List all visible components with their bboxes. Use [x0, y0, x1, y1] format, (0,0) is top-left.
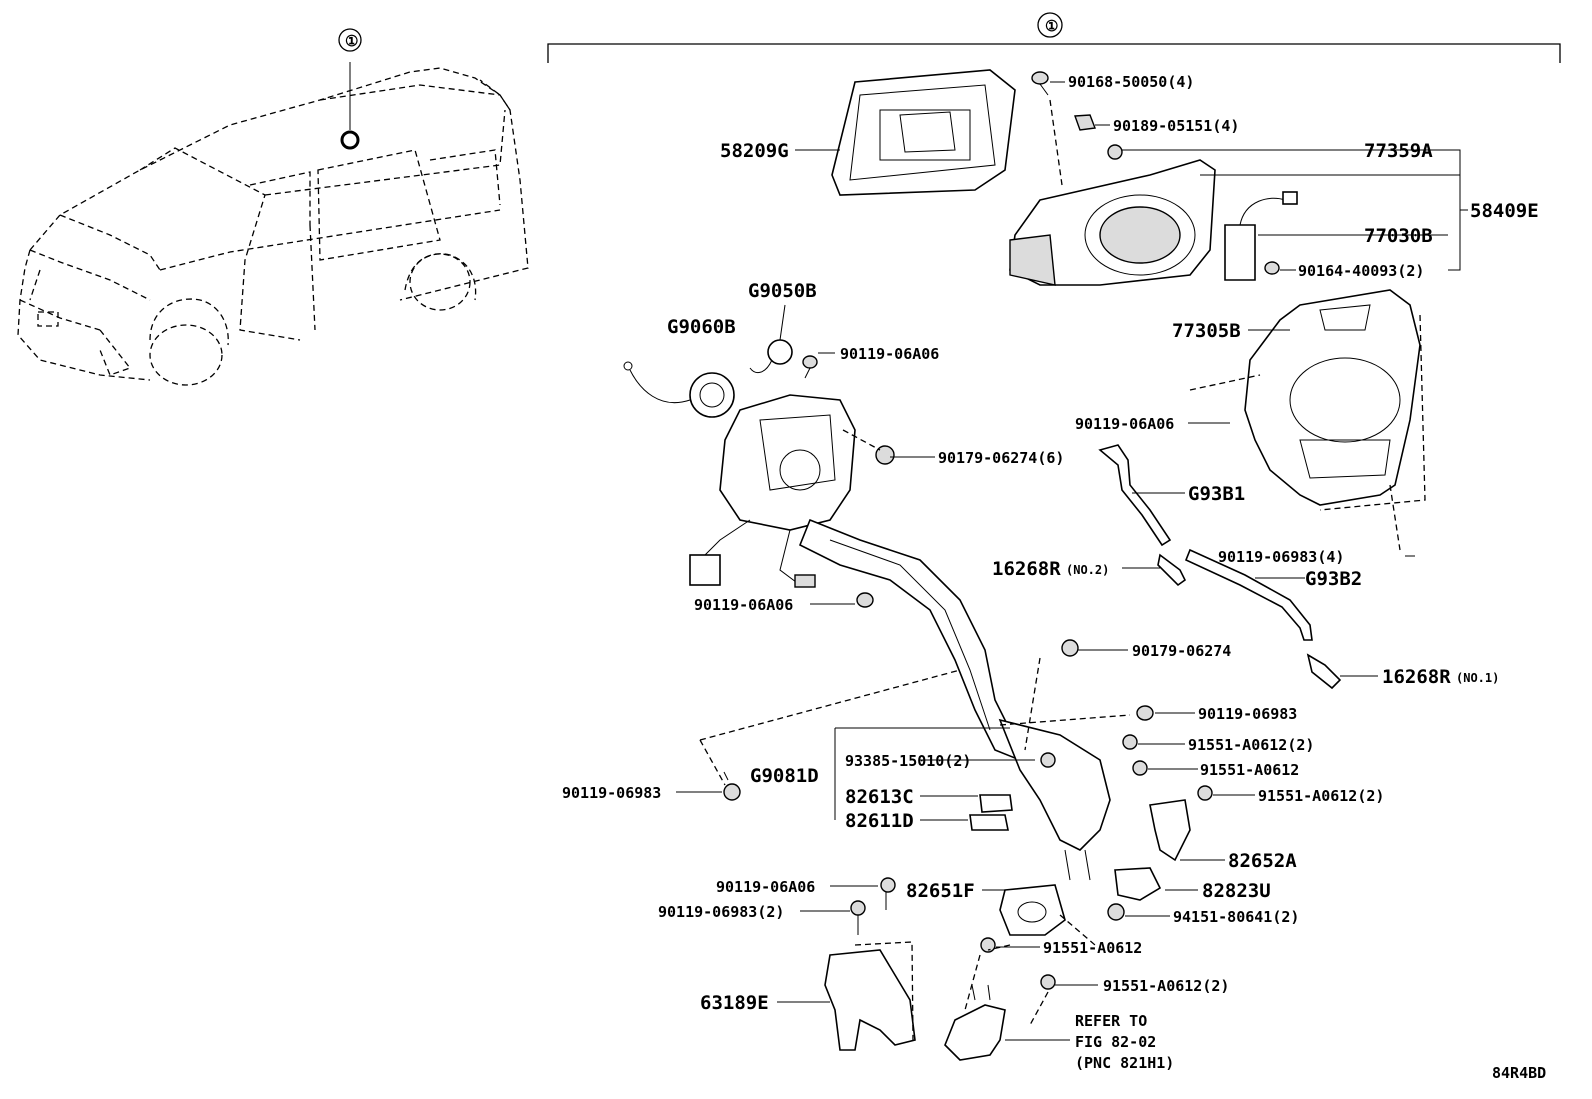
fuel-lid-actuator: [1224, 191, 1298, 281]
switch-G9060B: [623, 361, 735, 418]
label-90168-50050: 90168-50050(4): [1068, 73, 1194, 91]
label-90164-40093: 90164-40093(2): [1298, 262, 1424, 280]
lower-parts: [699, 592, 1213, 1061]
label-90119-06A06-d: 90119-06A06: [716, 878, 815, 896]
fuel-lid-panel: [831, 69, 1016, 196]
label-93385-15010: 93385-15010(2): [845, 752, 971, 770]
connector-16268R-no2: [1157, 553, 1187, 587]
label-90119-06983-b: 90119-06983: [562, 784, 661, 802]
label-90179-06274: 90179-06274: [1132, 642, 1231, 660]
label-82651F: 82651F: [906, 880, 975, 902]
label-90119-06983-a: 90119-06983: [1198, 705, 1297, 723]
label-90119-06A06-b: 90119-06A06: [1075, 415, 1174, 433]
label-16268R-no2: 16268R: [992, 558, 1061, 580]
label-91551-A0612-2a: 91551-A0612(2): [1188, 736, 1314, 754]
callout-vehicle: ①: [338, 28, 362, 52]
label-90119-06983-4: 90119-06983(4): [1218, 548, 1344, 566]
label-82823U: 82823U: [1202, 880, 1271, 902]
label-G9060B: G9060B: [667, 316, 736, 338]
leader-lines: [676, 81, 1468, 1041]
fuel-lid-housing: [1009, 159, 1216, 286]
label-77030B: 77030B: [1364, 225, 1433, 247]
bolts-top: [1031, 71, 1280, 275]
label-16268R-no1: 16268R: [1382, 666, 1451, 688]
label-G93B1: G93B1: [1188, 483, 1245, 505]
callout-bracket-label: ①: [1045, 17, 1058, 35]
label-82652A: 82652A: [1228, 850, 1297, 872]
label-82611D: 82611D: [845, 810, 914, 832]
label-16268R-no1-note: (NO.1): [1456, 671, 1499, 685]
label-90119-06983-2: 90119-06983(2): [658, 903, 784, 921]
label-82613C: 82613C: [845, 786, 914, 808]
hose-G93B2: [1184, 548, 1313, 641]
hose-G93B1: [1098, 444, 1172, 547]
label-58409E: 58409E: [1470, 200, 1539, 222]
refer-line-2: FIG 82-02: [1075, 1033, 1156, 1051]
label-16268R-no2-note: (NO.2): [1066, 563, 1109, 577]
label-90189-05151: 90189-05151(4): [1113, 117, 1239, 135]
label-90119-06A06-a: 90119-06A06: [840, 345, 939, 363]
label-94151-80641: 94151-80641(2): [1173, 908, 1299, 926]
label-63189E: 63189E: [700, 992, 769, 1014]
label-58209G: 58209G: [720, 140, 789, 162]
label-77305B: 77305B: [1172, 320, 1241, 342]
label-G93B2: G93B2: [1305, 568, 1362, 590]
label-90179-06274-6: 90179-06274(6): [938, 449, 1064, 467]
connector-16268R-no1: [1306, 653, 1342, 690]
label-77359A: 77359A: [1364, 140, 1433, 162]
diagram-code: 84R4BD: [1492, 1064, 1546, 1082]
callout-bracket: ①: [547, 12, 1561, 63]
label-90119-06A06-c: 90119-06A06: [694, 596, 793, 614]
part-labels: 58209G 90168-50050(4) 90189-05151(4) 773…: [562, 73, 1546, 1082]
label-91551-A0612-2c: 91551-A0612(2): [1103, 977, 1229, 995]
label-91551-A0612-2b: 91551-A0612(2): [1258, 787, 1384, 805]
vehicle-illustration: [17, 62, 529, 386]
callout-vehicle-label: ①: [345, 32, 358, 50]
refer-line-3: (PNC 821H1): [1075, 1054, 1174, 1072]
switch-G9050B: [749, 304, 818, 379]
label-G9050B: G9050B: [748, 280, 817, 302]
label-G9081D: G9081D: [750, 765, 819, 787]
label-91551-A0612-a: 91551-A0612: [1200, 761, 1299, 779]
bracket-77305B: [1189, 289, 1426, 551]
label-91551-A0612-b: 91551-A0612: [1043, 939, 1142, 957]
refer-line-1: REFER TO: [1075, 1012, 1147, 1030]
